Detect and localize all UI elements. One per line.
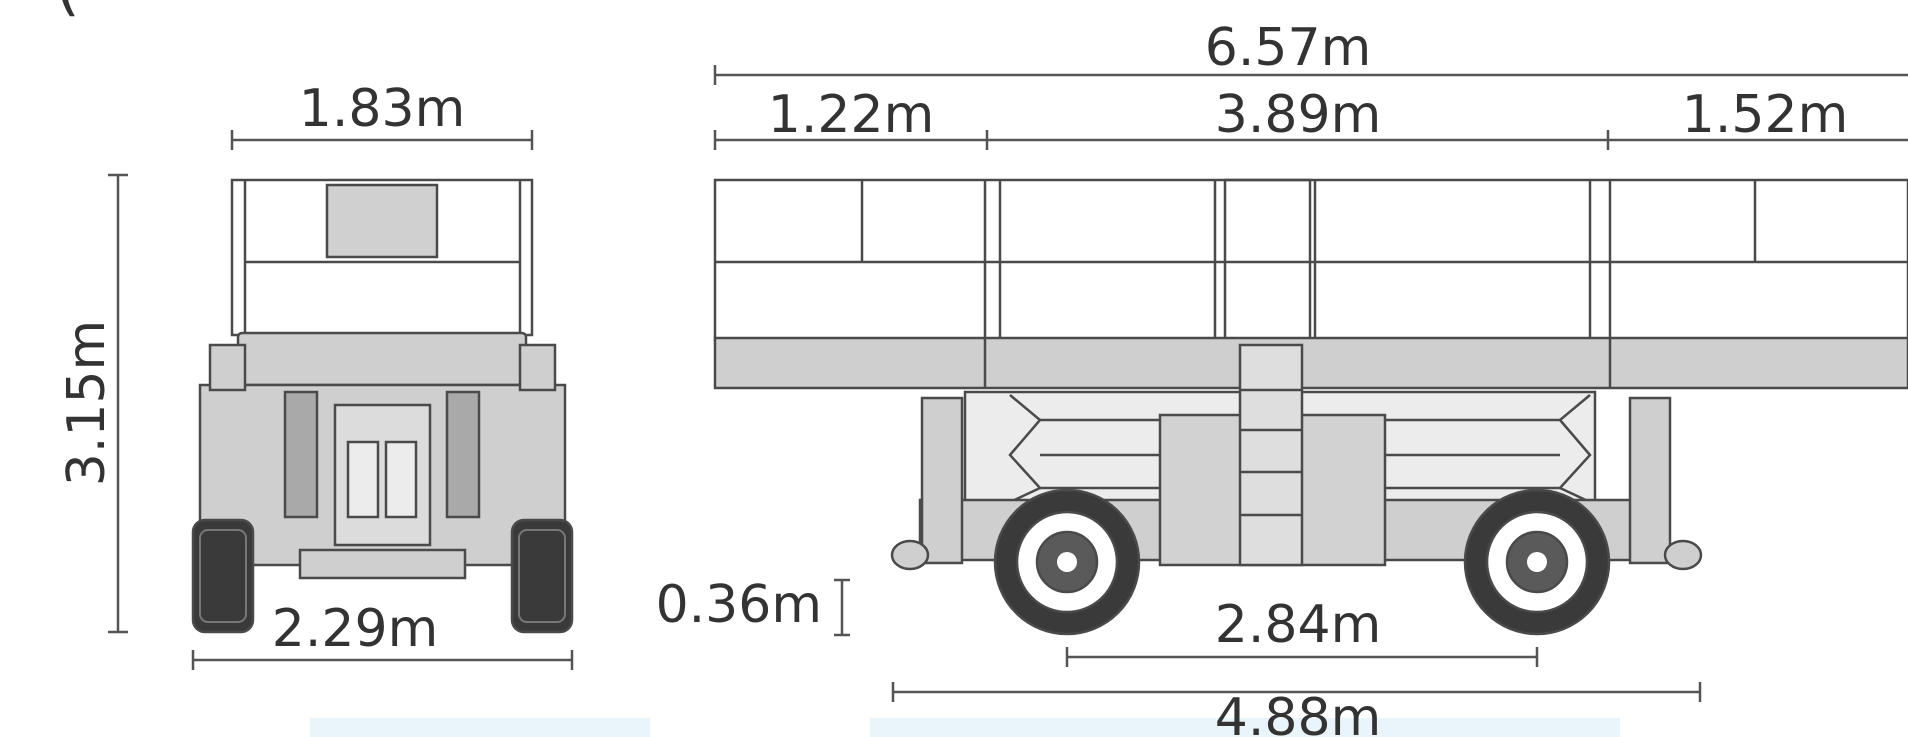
side-chassis-length-label: 4.88m bbox=[1215, 688, 1381, 737]
front-dim-platform-width: 1.83m bbox=[230, 79, 534, 150]
side-ladder bbox=[1238, 343, 1304, 567]
front-side-pod-left bbox=[208, 343, 247, 392]
bottom-band-left bbox=[310, 718, 650, 737]
side-dim-chassis-length: 4.88m bbox=[891, 682, 1702, 737]
front-view bbox=[191, 178, 574, 634]
front-side-pod-right bbox=[518, 343, 557, 392]
side-wheel-front bbox=[993, 488, 1141, 636]
side-dim-platform-length: 6.57m bbox=[713, 18, 1908, 85]
front-deck bbox=[236, 331, 528, 387]
side-platform-deck bbox=[713, 336, 1908, 390]
side-dim-segments: 1.22m 3.89m 1.52m bbox=[713, 85, 1908, 150]
front-tire-left bbox=[191, 518, 255, 634]
side-front-extension-label: 1.22m bbox=[768, 85, 934, 145]
front-dim-stowed-height: 3.15m bbox=[57, 173, 128, 634]
front-lower-skirt bbox=[298, 548, 467, 580]
front-panel-window-left bbox=[346, 440, 380, 519]
clipped-header-text: ( bbox=[55, 0, 80, 24]
side-tow-lug-right bbox=[1663, 539, 1703, 571]
front-overall-width-label: 2.29m bbox=[272, 599, 438, 659]
side-rear-extension-label: 1.52m bbox=[1682, 85, 1848, 145]
front-tire-tread-left bbox=[199, 529, 247, 623]
side-end-cap-right bbox=[1628, 396, 1672, 565]
front-tire-tread-right bbox=[518, 529, 566, 623]
front-tire-right bbox=[510, 518, 574, 634]
side-view bbox=[713, 178, 1908, 636]
side-tow-lug-left bbox=[890, 539, 930, 571]
side-scissor-arm-left bbox=[1008, 394, 1043, 504]
side-deck-length-label: 3.89m bbox=[1215, 85, 1381, 145]
side-dim-ground-clearance: 0.36m bbox=[656, 575, 850, 637]
side-wheel-rear bbox=[1463, 488, 1611, 636]
side-scissor-arm-right bbox=[1557, 394, 1592, 504]
front-dim-overall-width: 2.29m bbox=[191, 599, 574, 670]
side-ground-clearance-label: 0.36m bbox=[656, 575, 822, 635]
side-wheelbase-label: 2.84m bbox=[1215, 595, 1381, 655]
side-guardrail bbox=[713, 178, 1908, 342]
front-control-box bbox=[325, 183, 439, 259]
bottom-band-right bbox=[870, 718, 1620, 737]
front-hydraulic-right bbox=[445, 390, 481, 519]
side-platform-length-label: 6.57m bbox=[1205, 18, 1371, 78]
side-dim-wheelbase: 2.84m bbox=[1065, 595, 1539, 667]
front-stowed-height-label: 3.15m bbox=[57, 320, 117, 486]
front-hydraulic-left bbox=[283, 390, 319, 519]
front-panel-window-right bbox=[384, 440, 418, 519]
front-platform-width-label: 1.83m bbox=[299, 79, 465, 139]
side-end-cap-left bbox=[920, 396, 964, 565]
